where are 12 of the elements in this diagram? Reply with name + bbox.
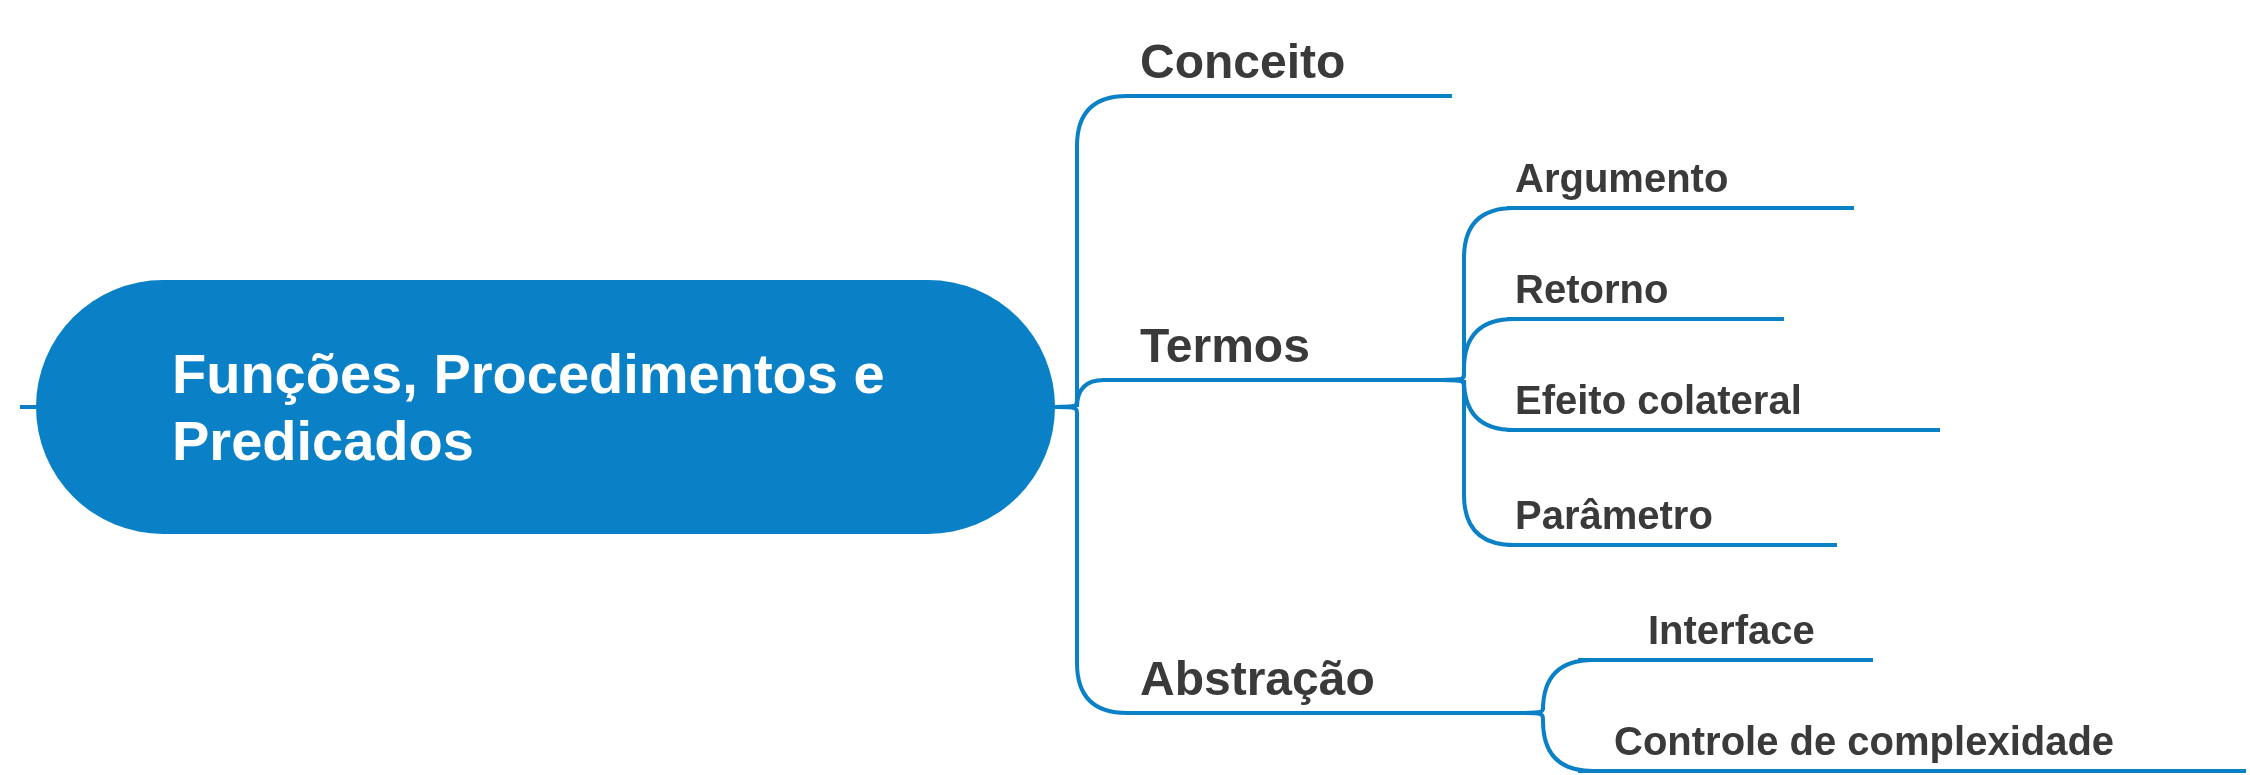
topic-label: Controle de complexidade: [1614, 721, 2115, 761]
topic-label: Argumento: [1515, 158, 1729, 198]
branch-line: [1055, 405, 1134, 715]
topic-label: Abstração: [1140, 655, 1375, 703]
branch-line: [20, 405, 36, 409]
topic-title: Funções, Procedimentos e Predicados: [172, 340, 886, 474]
topic-label: Termos: [1140, 322, 1310, 370]
topic-label: Interface: [1648, 610, 1815, 650]
topic-label: Retorno: [1515, 269, 1669, 309]
topic-label: Efeito colateral: [1515, 380, 1802, 420]
topic-label: Parâmetro: [1515, 495, 1713, 535]
topic-label: Conceito: [1140, 38, 1346, 86]
